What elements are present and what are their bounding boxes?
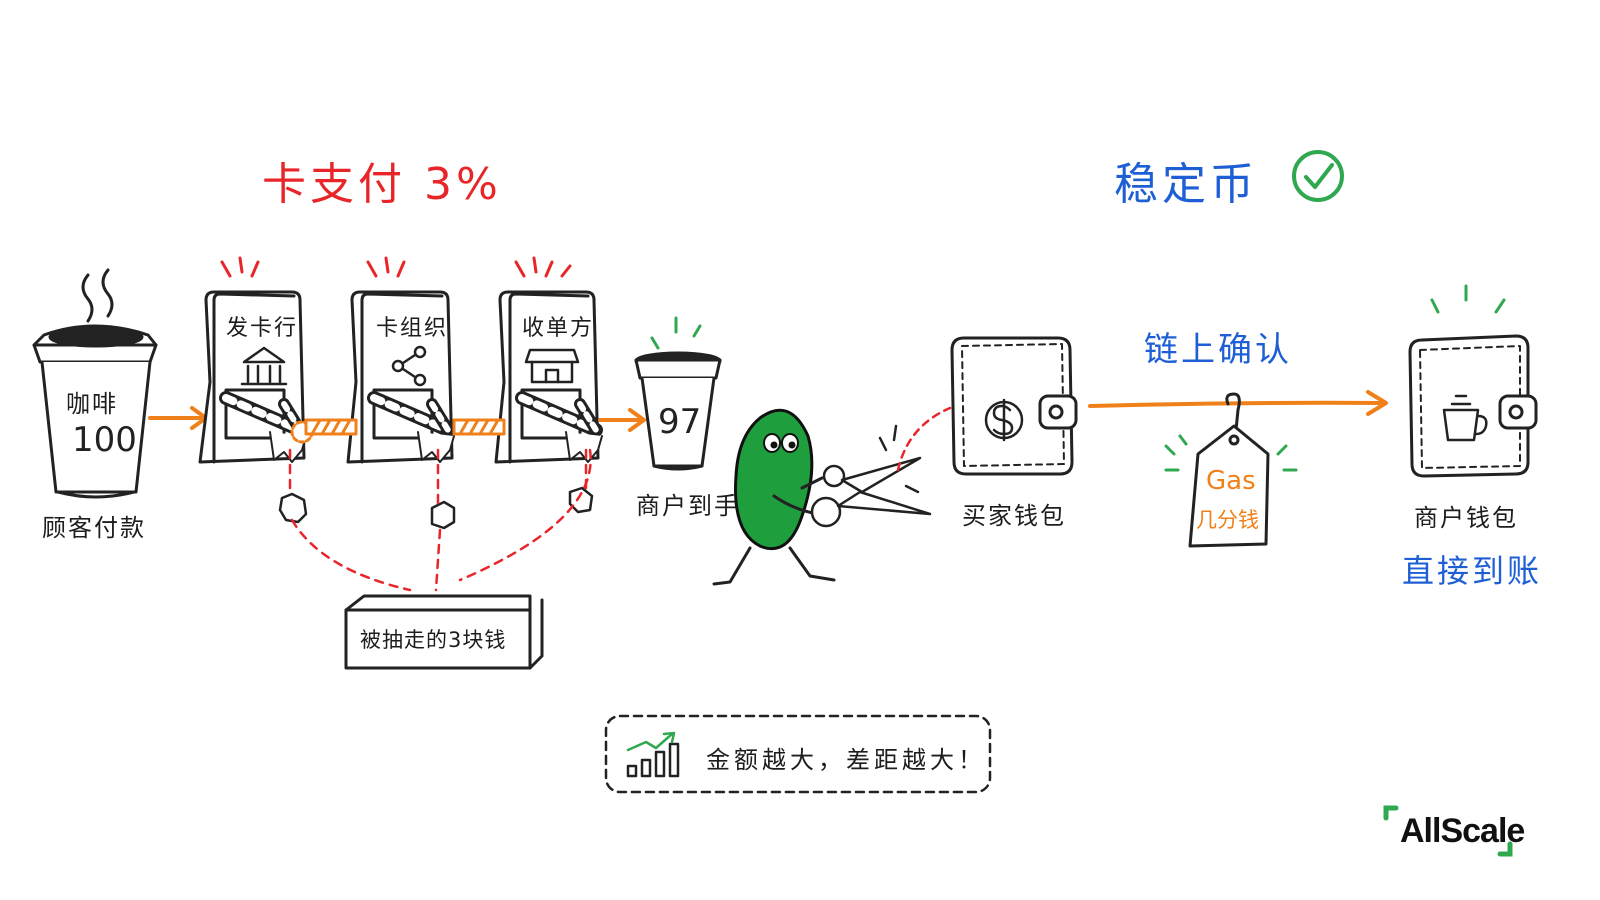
coffee-cup-icon [32, 268, 158, 499]
check-circle-icon [1292, 150, 1344, 202]
acquirer-machine [494, 256, 603, 464]
gas-tag-icon [1164, 392, 1298, 548]
paper-cup-icon [634, 316, 722, 471]
stablecoin-heading: 稳定币 [1114, 159, 1258, 210]
wallet-icon [950, 336, 1078, 476]
fee-box [344, 594, 544, 670]
allscale-logo: AllScale [1382, 804, 1552, 864]
bank-icon [240, 346, 288, 386]
direct-arrival-label: 直接到账 [1402, 552, 1543, 590]
shop-icon [524, 348, 580, 384]
chart-up-icon [626, 731, 680, 778]
coffee-icon [1442, 394, 1488, 442]
share-icon [391, 345, 427, 387]
paper-scrap [278, 486, 594, 530]
fee-leak-line [288, 448, 592, 592]
merchant-wallet-icon [1408, 284, 1538, 478]
bean-character [712, 408, 836, 586]
dollar-icon [984, 398, 1024, 442]
issuer-machine [198, 256, 314, 464]
cut-line [896, 406, 952, 472]
chain-confirm-label: 链上确认 [1144, 330, 1292, 370]
cup-label: 咖啡 [66, 390, 118, 418]
flow-arrow [148, 406, 208, 430]
flow-arrow [598, 408, 646, 432]
scissors-icon [810, 424, 932, 528]
logo-bracket-icon [1383, 805, 1513, 857]
merchant-received-label: 商户到手 [636, 492, 740, 520]
logo-text: AllScale [1400, 812, 1525, 850]
stage-issuer-label: 发卡行 [226, 316, 299, 341]
fee-box-label: 被抽走的3块钱 [360, 628, 507, 652]
gas-label: Gas [1206, 466, 1256, 496]
card-payment-heading: 卡支付 3% [262, 159, 502, 210]
connector-tube [304, 418, 506, 436]
customer-pays-label: 顾客付款 [42, 514, 146, 542]
stage-network-label: 卡组织 [376, 316, 449, 341]
gas-fee-label: 几分钱 [1196, 508, 1259, 532]
buyer-wallet-label: 买家钱包 [962, 502, 1066, 530]
network-machine [346, 256, 455, 464]
cup-amount: 100 [72, 420, 137, 460]
merchant-wallet-label: 商户钱包 [1414, 504, 1518, 532]
footer-note: 金额越大，差距越大！ [706, 746, 986, 774]
stage-acquirer-label: 收单方 [522, 316, 595, 341]
received-amount: 97 [658, 402, 702, 442]
